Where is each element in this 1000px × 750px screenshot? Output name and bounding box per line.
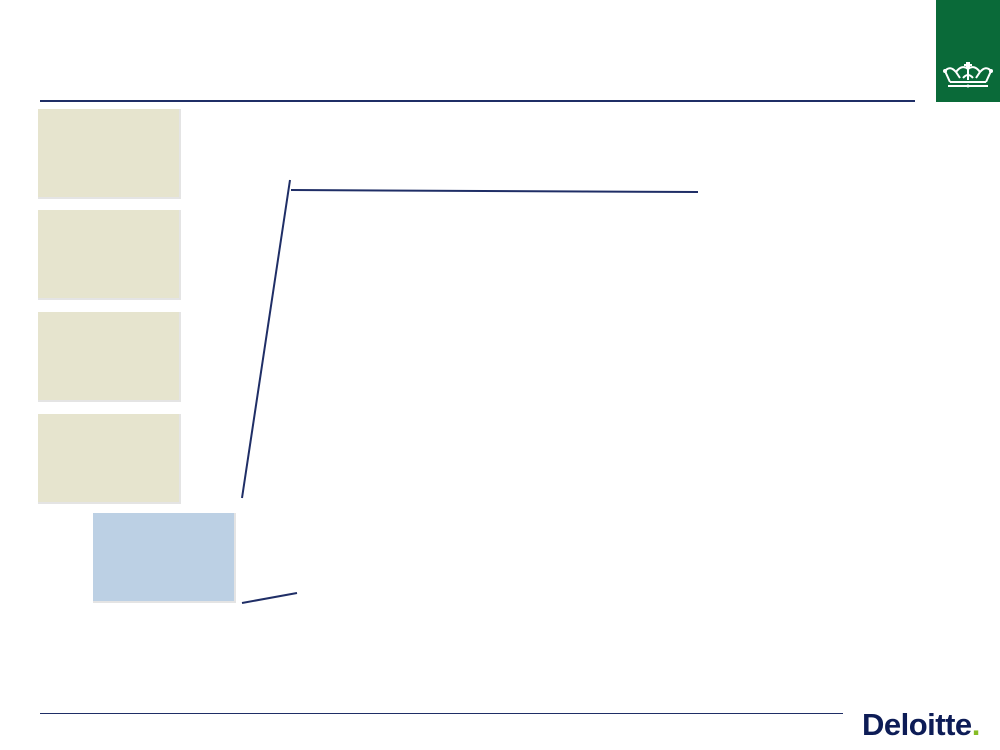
process-box-2: [38, 210, 181, 300]
callout-line-upper: [241, 179, 291, 499]
deloitte-logo: Deloitte.: [862, 705, 980, 745]
brand-dot: .: [971, 707, 981, 742]
callout-line-lower: [241, 592, 298, 604]
highlighted-box: [93, 513, 236, 603]
header-rule: [40, 100, 915, 102]
process-box-1: [38, 109, 181, 199]
brand-name: Deloitte: [862, 707, 972, 742]
footer-rule: [40, 713, 843, 714]
callout-underline: [290, 189, 699, 193]
government-logo: [936, 0, 1000, 102]
crown-icon: [943, 62, 993, 88]
process-box-4: [38, 414, 181, 504]
process-box-3: [38, 312, 181, 402]
